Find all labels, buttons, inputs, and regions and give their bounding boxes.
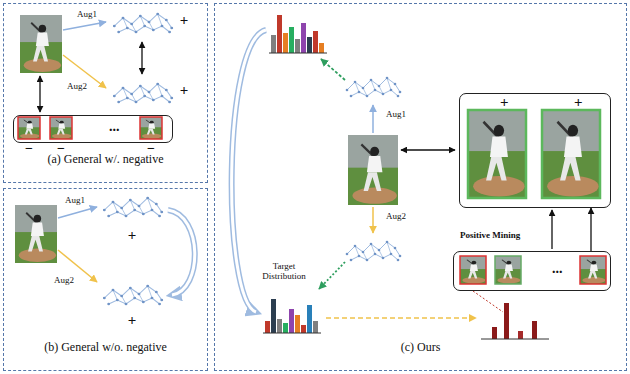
pose-skeleton [346,77,402,98]
curved-arrow-core [232,30,266,312]
candidate-thumb [495,256,521,284]
curved-arrow-core [168,210,195,295]
positive-box: ++ [459,93,611,208]
aug-label: Aug1 [77,10,97,20]
pose-skeleton [103,285,163,306]
negative-thumb [50,117,72,139]
aug1-arrow [58,207,97,218]
mining-arrow [326,317,476,319]
curved-arrow [232,30,266,312]
mining-arrow [590,208,591,251]
predict-arrow [319,262,345,289]
thumb-frame [18,117,40,139]
predict-arrow [321,59,345,80]
thumb-frame [580,256,606,284]
target-histogram [263,299,321,333]
ellipsis: ... [109,119,120,134]
aug-label: Aug1 [386,110,406,120]
pose-skeleton [346,241,402,262]
anchor-photo [348,135,398,205]
push-arrow [39,76,40,112]
mining-up-arrow [551,210,552,249]
aug-label: Aug1 [65,196,85,206]
plus-sign: + [500,94,509,111]
aug-label: Aug2 [67,82,87,92]
candidate-thumb [460,256,486,284]
panel-caption: (c) Ours [401,341,441,354]
candidate-thumb [580,256,606,284]
aug2-arrow [372,207,374,233]
panel-frame: (c) Ours++Positive Mining... [214,3,627,371]
panel-frame: (a) General w/. negative... [3,3,208,183]
step-label: Positive Mining [460,231,520,241]
leader-line [473,291,503,312]
pose-skeleton [103,197,163,218]
negative-thumb [140,117,162,139]
positive-photo [542,110,600,198]
panel-caption: (b) General w/o. negative [44,341,167,354]
thumb-frame [460,256,486,284]
positive-photo [468,110,526,198]
plus-sign: + [128,312,137,329]
thumb-frame [140,117,162,139]
negative-box: ... [13,115,173,143]
plus-sign: + [180,82,189,99]
pull-arrow [141,42,142,74]
thumb-frame [495,256,521,284]
aug1-arrow [63,22,106,30]
sparse-histogram [481,303,549,339]
plus-sign: + [180,12,189,29]
negative-thumb [18,117,40,139]
mining-box: Positive Mining... [453,251,611,291]
aug-label: Aug2 [386,212,406,222]
anchor-photo [15,205,57,263]
plus-sign: + [574,94,583,111]
panel-frame: (b) General w/o. negative [3,188,208,371]
curved-arrow [168,210,195,295]
minus-sign: − [25,141,33,156]
pose-skeleton [113,83,173,104]
aug-label: Aug2 [54,276,74,286]
thumb-frame [50,117,72,139]
pull-arrow [401,149,455,150]
photo-frame [468,110,526,198]
photo-frame [542,110,600,198]
plus-sign: + [128,227,137,244]
histogram [269,15,327,53]
panel-caption: (a) General w/. negative [48,153,164,166]
pose-skeleton [113,13,173,34]
anchor-photo [20,15,62,73]
distribution-label: Target Distribution [256,262,312,282]
aug1-arrow [372,105,374,133]
ellipsis: ... [552,261,563,276]
